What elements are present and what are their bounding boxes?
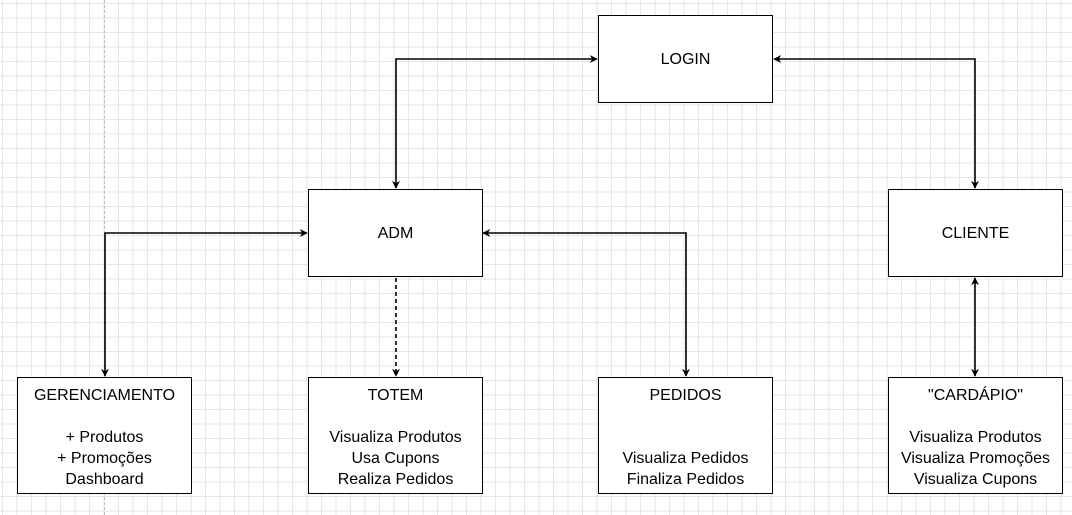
edge-login-cliente[interactable] <box>773 55 979 189</box>
gerenciamento-title: GERENCIAMENTO <box>33 387 176 404</box>
totem-line: Realiza Pedidos <box>337 471 454 488</box>
cardapio-line: Visualiza Promoções <box>900 450 1051 467</box>
cardapio-node[interactable]: "CARDÁPIO" Visualiza Produtos Visualiza … <box>888 377 1063 494</box>
totem-line: Usa Cupons <box>351 450 440 467</box>
pedidos-line: Finaliza Pedidos <box>626 471 745 488</box>
cardapio-title: "CARDÁPIO" <box>928 387 1023 404</box>
login-title: LOGIN <box>660 50 711 68</box>
pedidos-node[interactable]: PEDIDOS Visualiza Pedidos Finaliza Pedid… <box>598 377 773 494</box>
edge-login-adm[interactable] <box>392 55 598 189</box>
totem-line: Visualiza Produtos <box>329 429 462 446</box>
cliente-title: CLIENTE <box>941 224 1010 242</box>
totem-title: TOTEM <box>367 387 424 404</box>
gerenciamento-line: + Promoções <box>57 450 152 467</box>
pedidos-line: Visualiza Pedidos <box>622 450 749 467</box>
edge-adm-gerenciamento[interactable] <box>101 229 308 377</box>
edge-adm-pedidos[interactable] <box>482 229 690 377</box>
totem-node[interactable]: TOTEM Visualiza Produtos Usa Cupons Real… <box>308 377 483 494</box>
adm-title: ADM <box>377 224 414 242</box>
gerenciamento-line: Dashboard <box>65 471 144 488</box>
cardapio-line: Visualiza Cupons <box>913 471 1038 488</box>
gerenciamento-line: + Produtos <box>65 429 144 446</box>
gerenciamento-node[interactable]: GERENCIAMENTO + Produtos + Promoções Das… <box>17 377 192 494</box>
login-node[interactable]: LOGIN <box>598 15 773 103</box>
cardapio-line: Visualiza Produtos <box>909 429 1042 446</box>
adm-node[interactable]: ADM <box>308 189 483 277</box>
cliente-node[interactable]: CLIENTE <box>888 189 1063 277</box>
pedidos-title: PEDIDOS <box>649 387 722 404</box>
